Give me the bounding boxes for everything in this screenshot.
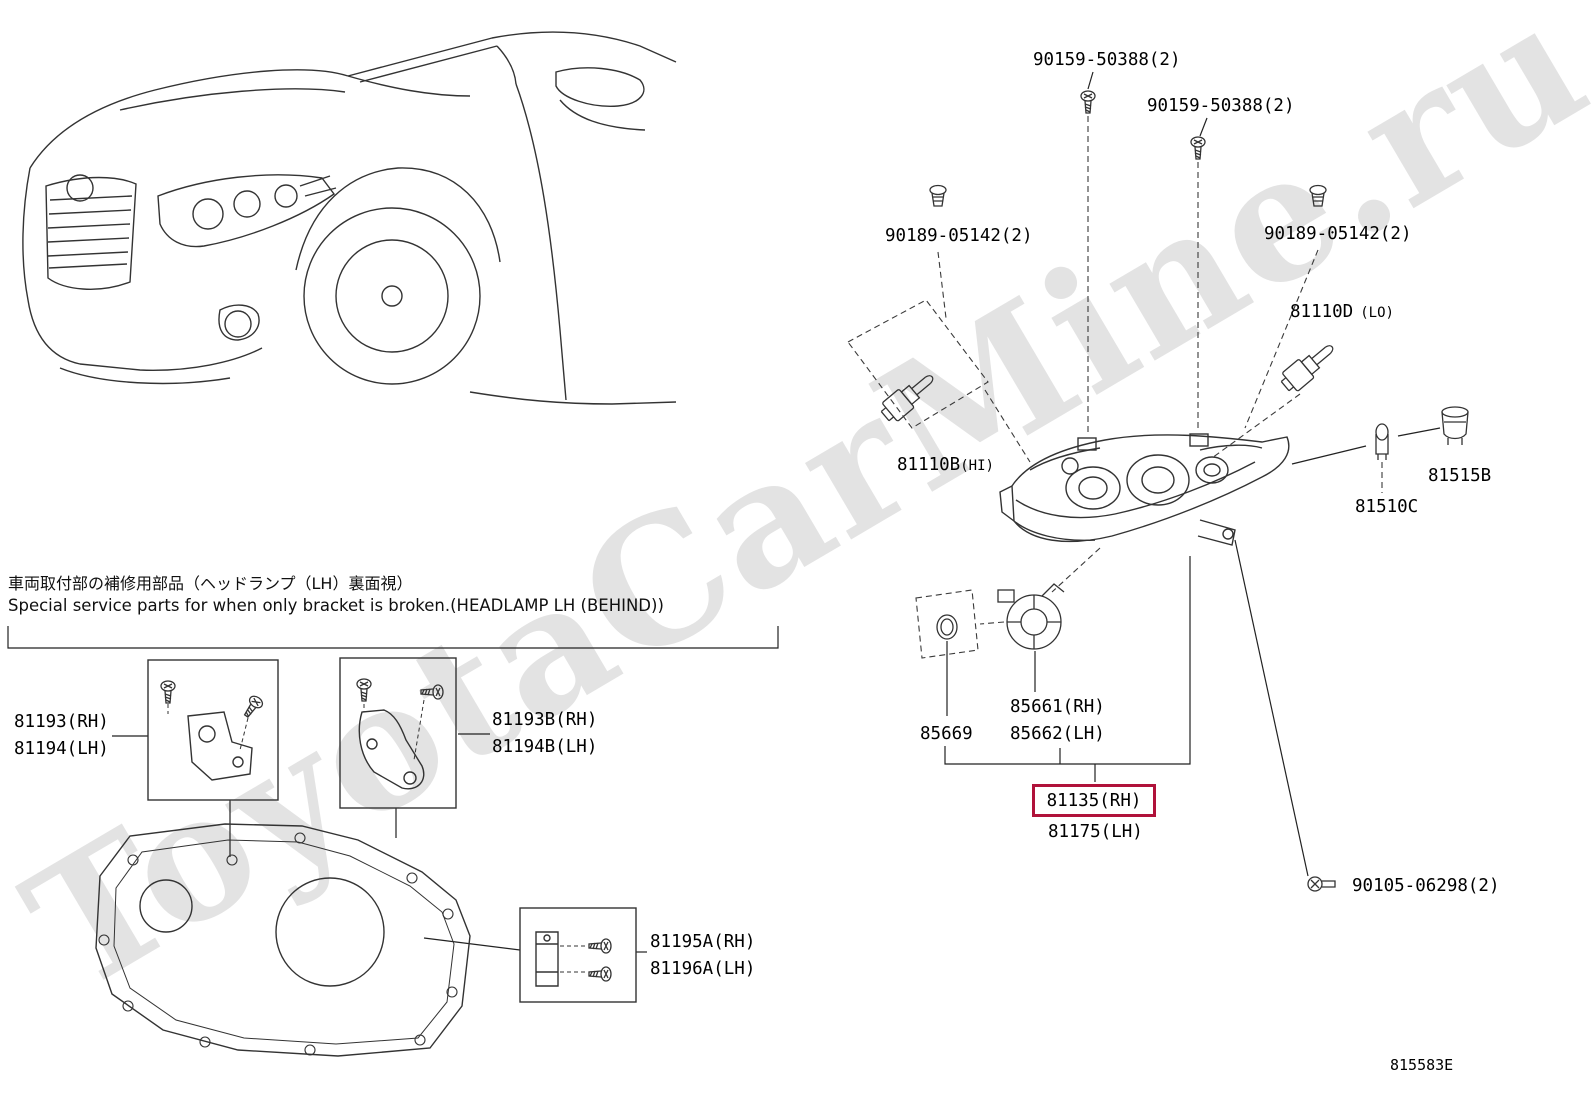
part-label-81110b[interactable]: 81110B(HI) bbox=[897, 455, 994, 476]
part-label-90189-05142-left[interactable]: 90189-05142(2) bbox=[885, 226, 1033, 246]
bolt-icon bbox=[1307, 876, 1336, 892]
igniter-icon bbox=[997, 583, 1065, 650]
screw-icon-top-a bbox=[1080, 90, 1096, 114]
part-label-90159-50388-b[interactable]: 90159-50388(2) bbox=[1147, 96, 1295, 116]
part-label-90189-05142-right[interactable]: 90189-05142(2) bbox=[1264, 224, 1412, 244]
part-number: 81110B bbox=[897, 455, 961, 475]
part-label-85669[interactable]: 85669 bbox=[920, 724, 973, 744]
part-label-81193b[interactable]: 81193B(RH) bbox=[492, 710, 598, 730]
backplate-drawing bbox=[95, 823, 471, 1057]
part-label-81175[interactable]: 81175(LH) bbox=[1048, 822, 1143, 842]
bracket-detail-box-3 bbox=[519, 907, 637, 1003]
beam-suffix-hi: (HI) bbox=[960, 458, 994, 474]
headlamp-assembly-drawing bbox=[999, 433, 1290, 546]
part-label-90105-06298[interactable]: 90105-06298(2) bbox=[1352, 876, 1500, 896]
part-label-81194[interactable]: 81194(LH) bbox=[14, 739, 109, 759]
wedge-bulb-icon bbox=[1375, 423, 1389, 460]
screw-icon-top-b bbox=[1190, 136, 1206, 160]
car-sketch bbox=[22, 31, 677, 405]
clip-icon-right bbox=[1309, 184, 1327, 207]
service-note-english: Special service parts for when only brac… bbox=[8, 596, 664, 615]
bracket-detail-box-2 bbox=[339, 657, 457, 809]
part-label-90159-50388-a[interactable]: 90159-50388(2) bbox=[1033, 50, 1181, 70]
socket-icon bbox=[1441, 406, 1469, 445]
part-label-85662[interactable]: 85662(LH) bbox=[1010, 724, 1105, 744]
bracket-detail-box-1 bbox=[147, 659, 279, 801]
beam-suffix-lo: (LO) bbox=[1360, 305, 1394, 321]
dashed-leaders bbox=[847, 116, 1383, 659]
low-beam-bulb-icon bbox=[1276, 336, 1341, 396]
clip-icon-left bbox=[929, 184, 947, 207]
part-label-81194b[interactable]: 81194B(LH) bbox=[492, 737, 598, 757]
diagram-code: 815583E bbox=[1390, 1056, 1454, 1074]
part-label-81135: 81135(RH) bbox=[1046, 790, 1142, 811]
part-label-81195a[interactable]: 81195A(RH) bbox=[650, 932, 756, 952]
oring-icon bbox=[936, 614, 958, 640]
highlighted-part-box[interactable]: 81135(RH) bbox=[1032, 784, 1156, 817]
part-label-81510c[interactable]: 81510C bbox=[1355, 497, 1419, 517]
part-label-81196a[interactable]: 81196A(LH) bbox=[650, 959, 756, 979]
part-label-81110d[interactable]: 81110D (LO) bbox=[1290, 302, 1394, 323]
part-label-81515b[interactable]: 81515B bbox=[1428, 466, 1492, 486]
service-note-japanese: 車両取付部の補修用部品（ヘッドランプ（LH）裏面視） bbox=[8, 574, 413, 593]
solid-leaders bbox=[7, 71, 1441, 953]
part-label-85661[interactable]: 85661(RH) bbox=[1010, 697, 1105, 717]
high-beam-bulb-icon bbox=[876, 366, 941, 426]
part-label-81193[interactable]: 81193(RH) bbox=[14, 712, 109, 732]
part-number: 81110D bbox=[1290, 302, 1354, 322]
